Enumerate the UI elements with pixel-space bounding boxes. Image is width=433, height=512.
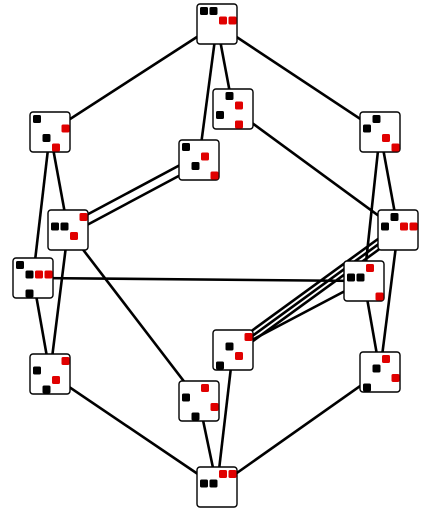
double-edge-center-bottom-mid-right-2 — [229, 225, 397, 348]
edge-top-center-top — [197, 23, 219, 161]
node-box — [377, 209, 419, 251]
edge-mid-left-lower-left — [48, 229, 70, 375]
black-piece — [200, 7, 208, 15]
edge-center-bottom-bottom — [215, 349, 235, 488]
node-lower-right — [359, 351, 401, 393]
black-piece — [191, 412, 200, 421]
black-piece — [191, 162, 200, 170]
red-piece — [61, 124, 70, 133]
black-piece — [372, 115, 381, 123]
node-mid-left — [47, 209, 89, 251]
red-piece — [35, 270, 43, 279]
node-top — [196, 3, 238, 45]
red-piece — [235, 352, 243, 360]
red-piece — [70, 232, 78, 240]
black-piece — [182, 393, 190, 402]
black-piece — [25, 270, 34, 279]
nodes-layer — [12, 3, 419, 508]
red-piece — [44, 270, 53, 279]
black-piece — [372, 364, 381, 373]
edge-lower-right-bottom — [216, 370, 381, 489]
red-piece — [52, 143, 60, 152]
red-piece — [366, 264, 374, 272]
black-piece — [216, 111, 224, 119]
black-piece — [42, 134, 51, 142]
red-piece — [235, 120, 243, 129]
edge-lower-left-bottom — [49, 372, 218, 489]
node-box — [359, 111, 401, 153]
black-piece — [347, 273, 355, 282]
black-piece — [33, 115, 41, 123]
double-edge-center-bottom-mid-right-1 — [234, 232, 402, 355]
edge-mid-right-center-bottom — [232, 228, 399, 352]
red-piece — [235, 101, 243, 110]
red-piece — [219, 16, 227, 25]
black-piece — [390, 213, 399, 221]
node-center-top — [178, 139, 220, 181]
black-piece — [16, 261, 24, 269]
black-piece — [209, 479, 218, 488]
edge-top-upper-right — [216, 22, 381, 134]
red-piece — [391, 374, 400, 382]
edge-top-upper-left — [49, 22, 218, 134]
black-piece — [356, 273, 365, 282]
node-lower-inner — [178, 380, 220, 422]
edge-upper-left-left-edge — [31, 131, 52, 279]
node-bottom — [196, 466, 238, 508]
red-piece — [409, 222, 418, 231]
edge-upper-inner-mid-right — [232, 107, 399, 232]
edge-mid-right-lower-right — [378, 229, 400, 373]
red-piece — [210, 171, 219, 180]
black-piece — [33, 366, 41, 375]
red-piece — [244, 333, 253, 341]
black-piece — [25, 289, 34, 298]
node-upper-inner — [212, 88, 254, 130]
red-piece — [201, 152, 209, 161]
node-center-bottom — [212, 329, 254, 371]
node-left-edge — [12, 257, 54, 299]
red-piece — [228, 470, 237, 478]
red-piece — [52, 376, 60, 384]
black-piece — [42, 385, 51, 394]
node-box — [212, 88, 254, 130]
black-piece — [209, 7, 218, 15]
red-piece — [391, 143, 400, 152]
red-piece — [79, 213, 88, 221]
red-piece — [61, 357, 70, 365]
red-piece — [219, 470, 227, 478]
edge-mid-left-lower-inner — [66, 229, 201, 402]
node-right-edge — [343, 260, 385, 302]
black-piece — [51, 222, 59, 231]
node-upper-right — [359, 111, 401, 153]
red-piece — [228, 16, 237, 25]
edge-upper-right-right-edge — [362, 131, 382, 282]
node-lower-left — [29, 353, 71, 395]
red-piece — [210, 403, 219, 411]
black-piece — [363, 383, 371, 392]
black-piece — [225, 342, 234, 351]
node-box — [29, 353, 71, 395]
black-piece — [182, 143, 190, 151]
black-piece — [60, 222, 69, 231]
red-piece — [382, 134, 390, 142]
node-box — [178, 380, 220, 422]
red-piece — [400, 222, 408, 231]
red-piece — [375, 292, 384, 301]
black-piece — [381, 222, 389, 231]
node-upper-left — [29, 111, 71, 153]
black-piece — [200, 479, 208, 488]
red-piece — [201, 384, 209, 392]
black-piece — [216, 361, 224, 370]
black-piece — [225, 92, 234, 100]
edge-left-edge-right-edge — [32, 276, 365, 283]
node-mid-right — [377, 209, 419, 251]
red-piece — [382, 355, 390, 363]
black-piece — [363, 124, 371, 133]
